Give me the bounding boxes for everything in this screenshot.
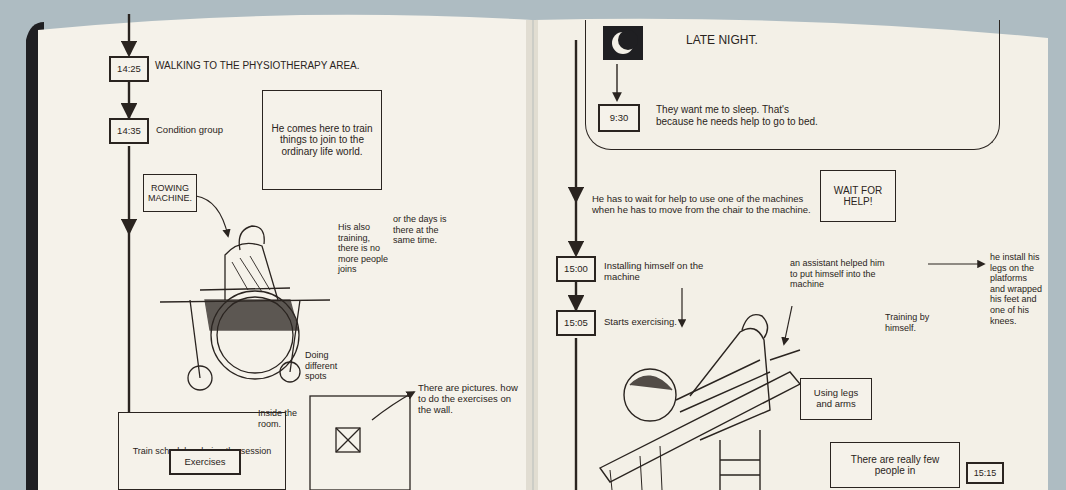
- time-box: 15:00: [556, 256, 596, 282]
- handwritten-note: WALKING TO THE PHYSIOTHERAPY AREA.: [155, 60, 415, 72]
- left-page: [38, 15, 532, 490]
- equipment-box: ROWING MACHINE.: [143, 174, 197, 212]
- time-box: 9:30: [598, 104, 640, 132]
- leader-arrow: [616, 64, 617, 100]
- leader-arrow: [196, 196, 228, 236]
- machine-sketch: [600, 315, 800, 490]
- node-text: Exercises: [175, 457, 235, 468]
- warning-box: WAIT FOR HELP!: [820, 170, 896, 222]
- right-page: [534, 19, 1048, 490]
- node-text: WAIT FOR HELP!: [825, 185, 891, 208]
- time-box: 14:35: [109, 118, 149, 144]
- node-text: 9:30: [604, 113, 634, 124]
- node-text: He comes here to train things to join to…: [267, 123, 377, 158]
- handwritten-note: or the days is there at the same time.: [393, 214, 455, 246]
- node-text: There are really few people in: [835, 454, 955, 477]
- handwritten-note: He has to wait for help to use one of th…: [592, 193, 812, 215]
- note-box: There are really few people in: [830, 442, 960, 488]
- node-text: 15:15: [972, 468, 998, 478]
- timeline-arrow: [575, 282, 577, 310]
- handwritten-note: Installing himself on the machine: [604, 260, 714, 282]
- handwritten-note: Training by himself.: [885, 312, 943, 333]
- time-box: 15:05: [556, 310, 596, 336]
- handwritten-note: Condition group: [156, 124, 256, 135]
- exercises-box: Exercises: [169, 449, 241, 475]
- node-text: 15:05: [562, 318, 590, 329]
- wheelchair-sketch: [160, 226, 330, 390]
- node-text: Using legs and arms: [805, 388, 867, 410]
- node-text: ROWING MACHINE.: [148, 183, 192, 204]
- node-text: LATE NIGHT.: [686, 34, 826, 48]
- handwritten-note: Starts exercising.: [604, 316, 684, 327]
- handwritten-note: Doing different spots: [305, 350, 355, 382]
- moon-symbol: [603, 26, 643, 60]
- time-box: 14:25: [109, 56, 149, 82]
- handwritten-note: an assistant helped him to put himself i…: [790, 258, 886, 290]
- time-box: 15:15: [966, 462, 1004, 484]
- spine-shadow: [526, 20, 538, 490]
- note-box: He comes here to train things to join to…: [262, 90, 382, 190]
- wall-picture: [310, 392, 414, 490]
- timeline-arrow: [128, 82, 130, 118]
- note-box: Using legs and arms: [800, 378, 872, 420]
- node-text: 14:25: [115, 64, 143, 75]
- node-body-text: They want me to sleep. That's because he…: [656, 104, 826, 127]
- handwritten-note: he install his legs on the platforms and…: [990, 252, 1044, 326]
- node-text: 14:35: [115, 126, 143, 137]
- handwritten-note: Inside the room.: [258, 408, 306, 429]
- handwritten-note: His also training, there is no more peop…: [338, 222, 390, 275]
- handwritten-note: There are pictures. how to do the exerci…: [418, 382, 523, 416]
- node-text: 15:00: [562, 264, 590, 275]
- night-region: LATE NIGHT. They want me to sleep. That's…: [585, 20, 1000, 150]
